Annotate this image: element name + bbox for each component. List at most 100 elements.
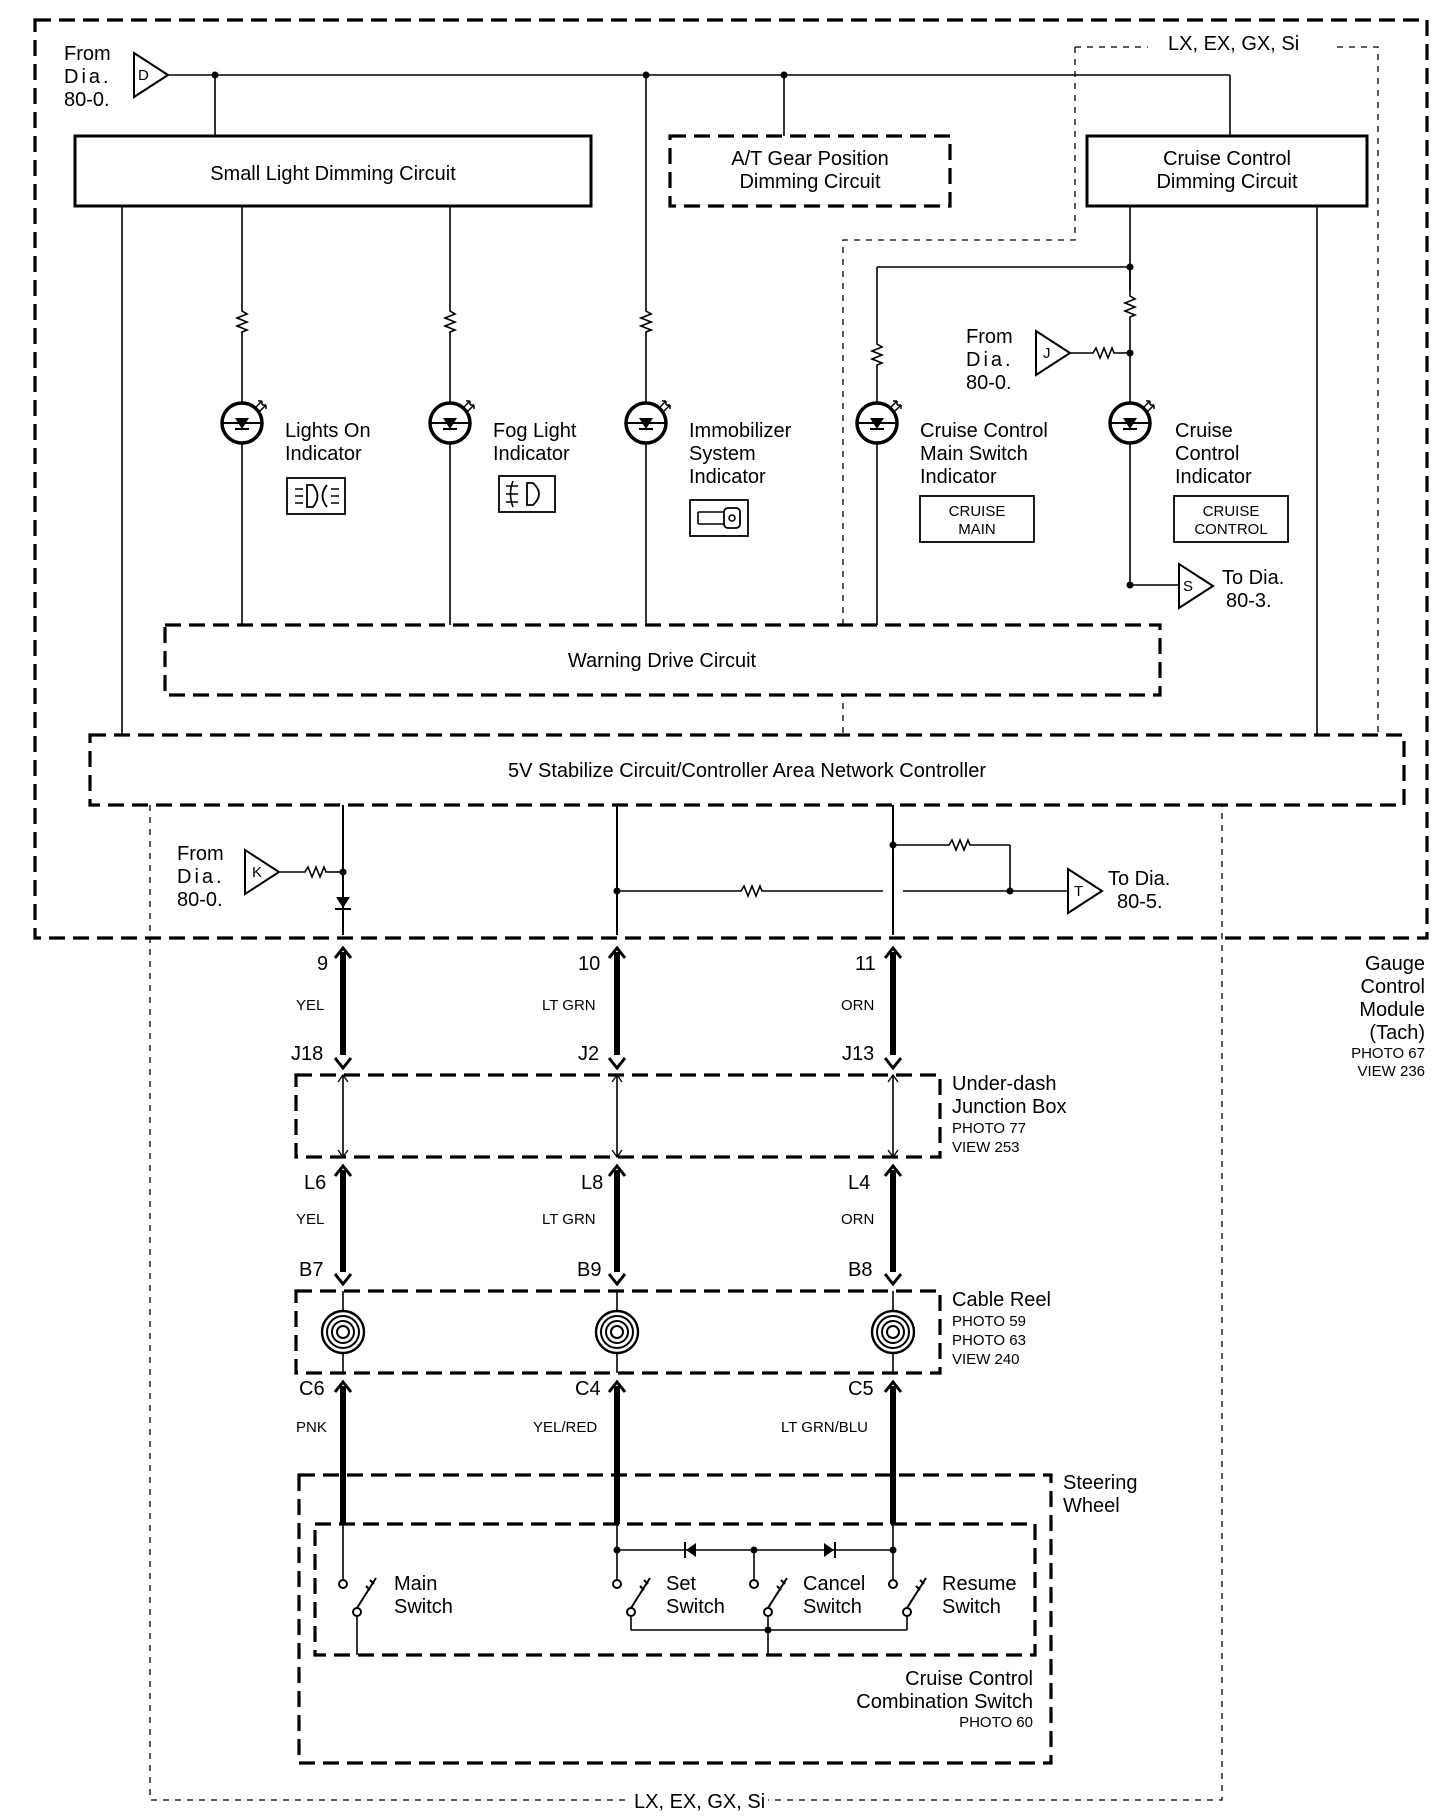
svg-text:Indicator: Indicator — [689, 466, 766, 488]
option-boundary-bottom — [149, 792, 1223, 1801]
diode-set — [684, 1542, 696, 1558]
svg-text:Dia.: Dia. — [177, 866, 225, 888]
pin-10: 10 — [578, 953, 600, 975]
ref-from-dia-d: D From Dia. 80-0. — [64, 43, 170, 111]
svg-text:Immobilizer: Immobilizer — [689, 420, 792, 442]
wire-color-yel: YEL — [296, 997, 324, 1014]
svg-text:VIEW 240: VIEW 240 — [952, 1351, 1020, 1368]
cable-reel: Cable Reel PHOTO 59 PHOTO 63 VIEW 240 — [294, 1289, 1051, 1375]
pin-b8: B8 — [848, 1259, 872, 1281]
lights-on-bulb — [220, 399, 268, 445]
svg-text:Indicator: Indicator — [920, 466, 997, 488]
svg-text:PHOTO 63: PHOTO 63 — [952, 1332, 1026, 1349]
svg-text:Cruise: Cruise — [1175, 420, 1233, 442]
pin-b7: B7 — [299, 1259, 323, 1281]
cruise-main-switch-indicator: Cruise Control Main Switch Indicator CRU… — [919, 420, 1048, 543]
wire-color-orn: ORN — [841, 997, 874, 1014]
pin-11: 11 — [855, 953, 876, 975]
warning-drive-circuit: Warning Drive Circuit — [163, 623, 1162, 697]
svg-text:T: T — [1074, 883, 1083, 900]
fog-light-bulb — [428, 399, 476, 445]
svg-text:Dimming Circuit: Dimming Circuit — [739, 171, 881, 193]
svg-text:Switch: Switch — [803, 1596, 862, 1618]
set-switch: Set Switch — [612, 1573, 725, 1630]
svg-text:Module: Module — [1359, 999, 1425, 1021]
svg-text:K: K — [252, 864, 262, 881]
wire-color-pnk: PNK — [296, 1419, 327, 1436]
small-light-dimming-circuit: Small Light Dimming Circuit — [73, 134, 593, 208]
svg-text:Main: Main — [394, 1573, 437, 1595]
svg-text:PHOTO 67: PHOTO 67 — [1351, 1045, 1425, 1062]
svg-text:Warning Drive Circuit: Warning Drive Circuit — [568, 650, 757, 672]
svg-text:Steering: Steering — [1063, 1472, 1138, 1494]
svg-text:From: From — [64, 43, 111, 65]
svg-text:PHOTO 77: PHOTO 77 — [952, 1120, 1026, 1137]
pin-c5: C5 — [848, 1378, 874, 1400]
pin-l4: L4 — [848, 1172, 870, 1194]
svg-text:PHOTO 59: PHOTO 59 — [952, 1313, 1026, 1330]
svg-text:(Tach): (Tach) — [1369, 1022, 1425, 1044]
pin-j2: J2 — [578, 1043, 599, 1065]
svg-text:80-0.: 80-0. — [64, 89, 110, 111]
reel-coil-1 — [320, 1309, 366, 1355]
svg-text:Indicator: Indicator — [285, 443, 362, 465]
pin-c4: C4 — [575, 1378, 601, 1400]
svg-text:Indicator: Indicator — [493, 443, 570, 465]
svg-text:Cancel: Cancel — [803, 1573, 865, 1595]
svg-text:Set: Set — [666, 1573, 696, 1595]
cancel-switch: Cancel Switch — [749, 1573, 865, 1630]
steering-wheel: Steering Wheel — [297, 1472, 1138, 1765]
svg-text:System: System — [689, 443, 756, 465]
option-label-top: LX, EX, GX, Si — [1168, 33, 1299, 55]
wire-color-yel-2: YEL — [296, 1211, 324, 1228]
svg-text:Switch: Switch — [942, 1596, 1001, 1618]
svg-text:Cable Reel: Cable Reel — [952, 1289, 1051, 1311]
ref-from-dia-j: J From Dia. 80-0. — [966, 326, 1130, 394]
svg-text:Junction Box: Junction Box — [952, 1096, 1067, 1118]
svg-text:Cruise Control: Cruise Control — [1163, 148, 1291, 170]
main-switch: Main Switch — [338, 1573, 453, 1655]
pin-c6: C6 — [299, 1378, 325, 1400]
cruise-control-bulb — [1108, 399, 1156, 445]
wire-color-orn-2: ORN — [841, 1211, 874, 1228]
svg-text:Fog Light: Fog Light — [493, 420, 577, 442]
resume-switch: Resume Switch — [888, 1573, 1016, 1630]
wire-color-lt-grn: LT GRN — [542, 997, 596, 1014]
immobilizer-indicator: Immobilizer System Indicator — [689, 420, 792, 537]
svg-text:Dia.: Dia. — [64, 66, 112, 88]
pin-l8: L8 — [581, 1172, 603, 1194]
wires-module-to-junction — [333, 946, 903, 1070]
gauge-control-module-boundary — [33, 18, 1429, 940]
gauge-control-module-label: Gauge Control Module (Tach) PHOTO 67 VIE… — [1351, 953, 1425, 1080]
pin-l6: L6 — [304, 1172, 326, 1194]
svg-text:Gauge: Gauge — [1365, 953, 1425, 975]
wires-reel-to-switch — [333, 1380, 903, 1545]
fog-light-icon — [498, 475, 556, 513]
svg-text:From: From — [177, 843, 224, 865]
ref-from-dia-k: K From Dia. 80-0. — [177, 843, 343, 911]
svg-text:Indicator: Indicator — [1175, 466, 1252, 488]
headlight-icon — [286, 477, 346, 515]
lights-on-indicator: Lights On Indicator — [285, 420, 371, 515]
diode-cancel — [824, 1542, 836, 1558]
svg-text:Lights On: Lights On — [285, 420, 371, 442]
svg-text:Switch: Switch — [394, 1596, 453, 1618]
svg-text:A/T Gear Position: A/T Gear Position — [731, 148, 888, 170]
svg-text:Dia.: Dia. — [966, 349, 1014, 371]
svg-text:VIEW 253: VIEW 253 — [952, 1139, 1020, 1156]
svg-text:80-3.: 80-3. — [1226, 590, 1272, 612]
svg-text:Resume: Resume — [942, 1573, 1016, 1595]
svg-text:80-5.: 80-5. — [1117, 891, 1163, 913]
wire-color-lt-grn-2: LT GRN — [542, 1211, 596, 1228]
svg-text:VIEW 236: VIEW 236 — [1357, 1063, 1425, 1080]
svg-text:From: From — [966, 326, 1013, 348]
cruise-control-combination-switch: Cruise Control Combination Switch PHOTO … — [313, 1522, 1037, 1731]
svg-text:Control: Control — [1175, 443, 1239, 465]
cruise-main-bulb — [855, 399, 903, 445]
pin-j18: J18 — [291, 1043, 323, 1065]
wire-color-lt-grn-blu: LT GRN/BLU — [781, 1419, 868, 1436]
option-boundary-top — [842, 46, 1379, 751]
svg-text:Combination Switch: Combination Switch — [856, 1691, 1033, 1713]
svg-text:Cruise Control: Cruise Control — [920, 420, 1048, 442]
